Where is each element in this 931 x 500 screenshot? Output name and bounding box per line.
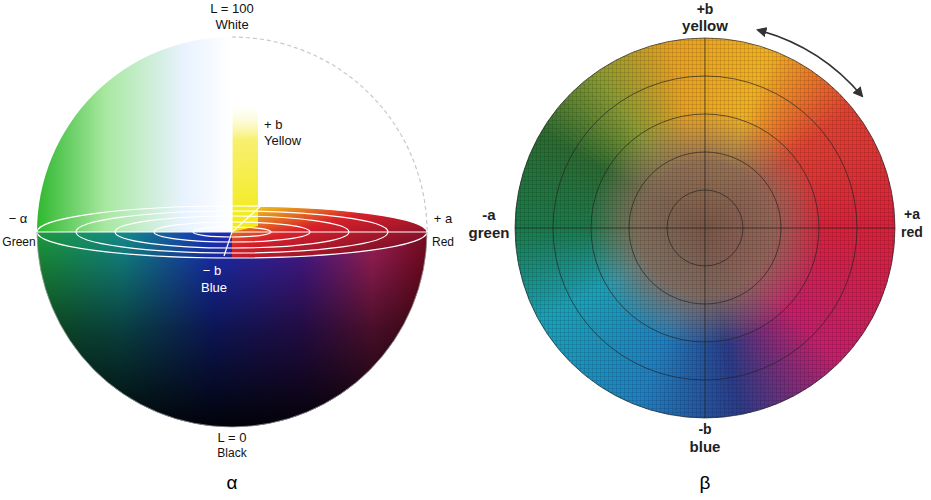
color-name: blue (690, 438, 721, 455)
panel-caption: α (227, 472, 238, 494)
color-name: White (215, 18, 248, 33)
color-name: yellow (682, 17, 728, 34)
axis-label: L = 0 (218, 431, 247, 446)
color-name: Red (432, 236, 454, 250)
axis-label: +b (697, 1, 714, 17)
axis-label: − α (9, 212, 28, 227)
ab-color-wheel (505, 28, 905, 428)
axis-label: + a (434, 212, 452, 227)
color-name: Black (217, 447, 246, 461)
color-name: Blue (201, 281, 227, 296)
axis-label: -a (482, 206, 495, 223)
axis-label: + b (264, 118, 282, 133)
color-name: green (469, 224, 510, 241)
color-name: Yellow (264, 134, 301, 149)
axis-label: L = 100 (210, 2, 253, 17)
rotation-arrow (758, 30, 862, 96)
axis-label: -b (698, 421, 711, 437)
color-name: red (901, 224, 923, 240)
axis-label: − b (203, 264, 221, 279)
lab-sphere (37, 37, 427, 427)
axis-label: +a (904, 206, 920, 222)
panel-caption: β (700, 472, 711, 494)
color-name: Green (2, 236, 35, 250)
